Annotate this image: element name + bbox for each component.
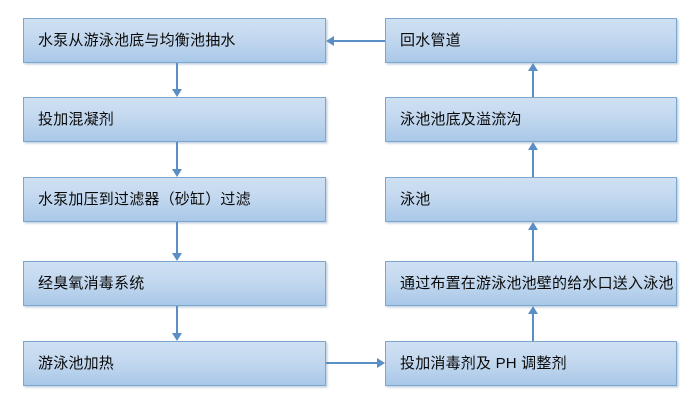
- connector-arrow-up-n7-n8: [528, 222, 538, 261]
- process-node-pump-intake[interactable]: 水泵从游泳池底与均衡池抽水: [23, 18, 326, 63]
- connector-shaft: [333, 40, 385, 42]
- process-node-swimming-pool[interactable]: 泳池: [385, 177, 677, 222]
- connector-shaft: [176, 63, 178, 90]
- connector-shaft: [532, 149, 534, 177]
- node-label: 通过布置在游泳池池壁的给水口送入泳池: [400, 274, 674, 292]
- connector-arrow-down-n2-n3: [172, 142, 182, 177]
- process-node-pool-heating[interactable]: 游泳池加热: [23, 341, 326, 386]
- connector-shaft: [532, 229, 534, 261]
- process-node-sand-filter[interactable]: 水泵加压到过滤器（砂缸）过滤: [23, 177, 326, 222]
- arrowhead-left-icon: [326, 36, 334, 46]
- arrowhead-up-icon: [528, 142, 538, 150]
- node-label: 泳池: [400, 190, 431, 208]
- node-label: 投加混凝剂: [38, 110, 115, 128]
- node-label: 水泵从游泳池底与均衡池抽水: [38, 31, 236, 49]
- connector-arrow-up-n6-n7: [528, 306, 538, 341]
- arrowhead-down-icon: [172, 253, 182, 261]
- connector-arrow-left-n10-n1: [326, 36, 385, 46]
- arrowhead-down-icon: [172, 89, 182, 97]
- process-node-pool-bottom-overflow[interactable]: 泳池池底及溢流沟: [385, 97, 677, 142]
- arrowhead-up-icon: [528, 222, 538, 230]
- process-node-ozone-disinfection[interactable]: 经臭氧消毒系统: [23, 261, 326, 306]
- arrowhead-up-icon: [528, 306, 538, 314]
- connector-arrow-down-n4-n5: [172, 306, 182, 341]
- connector-arrow-down-n3-n4: [172, 222, 182, 261]
- arrowhead-up-icon: [528, 63, 538, 71]
- node-label: 回水管道: [400, 31, 461, 49]
- node-label: 经臭氧消毒系统: [38, 274, 145, 292]
- arrowhead-down-icon: [172, 333, 182, 341]
- connector-shaft: [176, 142, 178, 170]
- connector-arrow-up-n9-n10: [528, 63, 538, 97]
- connector-shaft: [532, 70, 534, 97]
- node-label: 水泵加压到过滤器（砂缸）过滤: [38, 190, 251, 208]
- connector-arrow-down-n1-n2: [172, 63, 182, 97]
- connector-arrow-right-n5-n6: [326, 358, 385, 368]
- arrowhead-down-icon: [172, 169, 182, 177]
- connector-arrow-up-n8-n9: [528, 142, 538, 177]
- arrowhead-right-icon: [377, 358, 385, 368]
- process-node-coagulant-dosing[interactable]: 投加混凝剂: [23, 97, 326, 142]
- connector-shaft: [176, 306, 178, 334]
- node-label: 投加消毒剂及 PH 调整剂: [400, 354, 567, 372]
- process-node-disinfectant-ph-dosing[interactable]: 投加消毒剂及 PH 调整剂: [385, 341, 677, 386]
- connector-shaft: [176, 222, 178, 254]
- process-node-wall-inlet-supply[interactable]: 通过布置在游泳池池壁的给水口送入泳池: [385, 261, 677, 306]
- connector-shaft: [326, 362, 378, 364]
- node-label: 泳池池底及溢流沟: [400, 110, 522, 128]
- process-node-return-pipe[interactable]: 回水管道: [385, 18, 677, 63]
- node-label: 游泳池加热: [38, 354, 115, 372]
- connector-shaft: [532, 313, 534, 341]
